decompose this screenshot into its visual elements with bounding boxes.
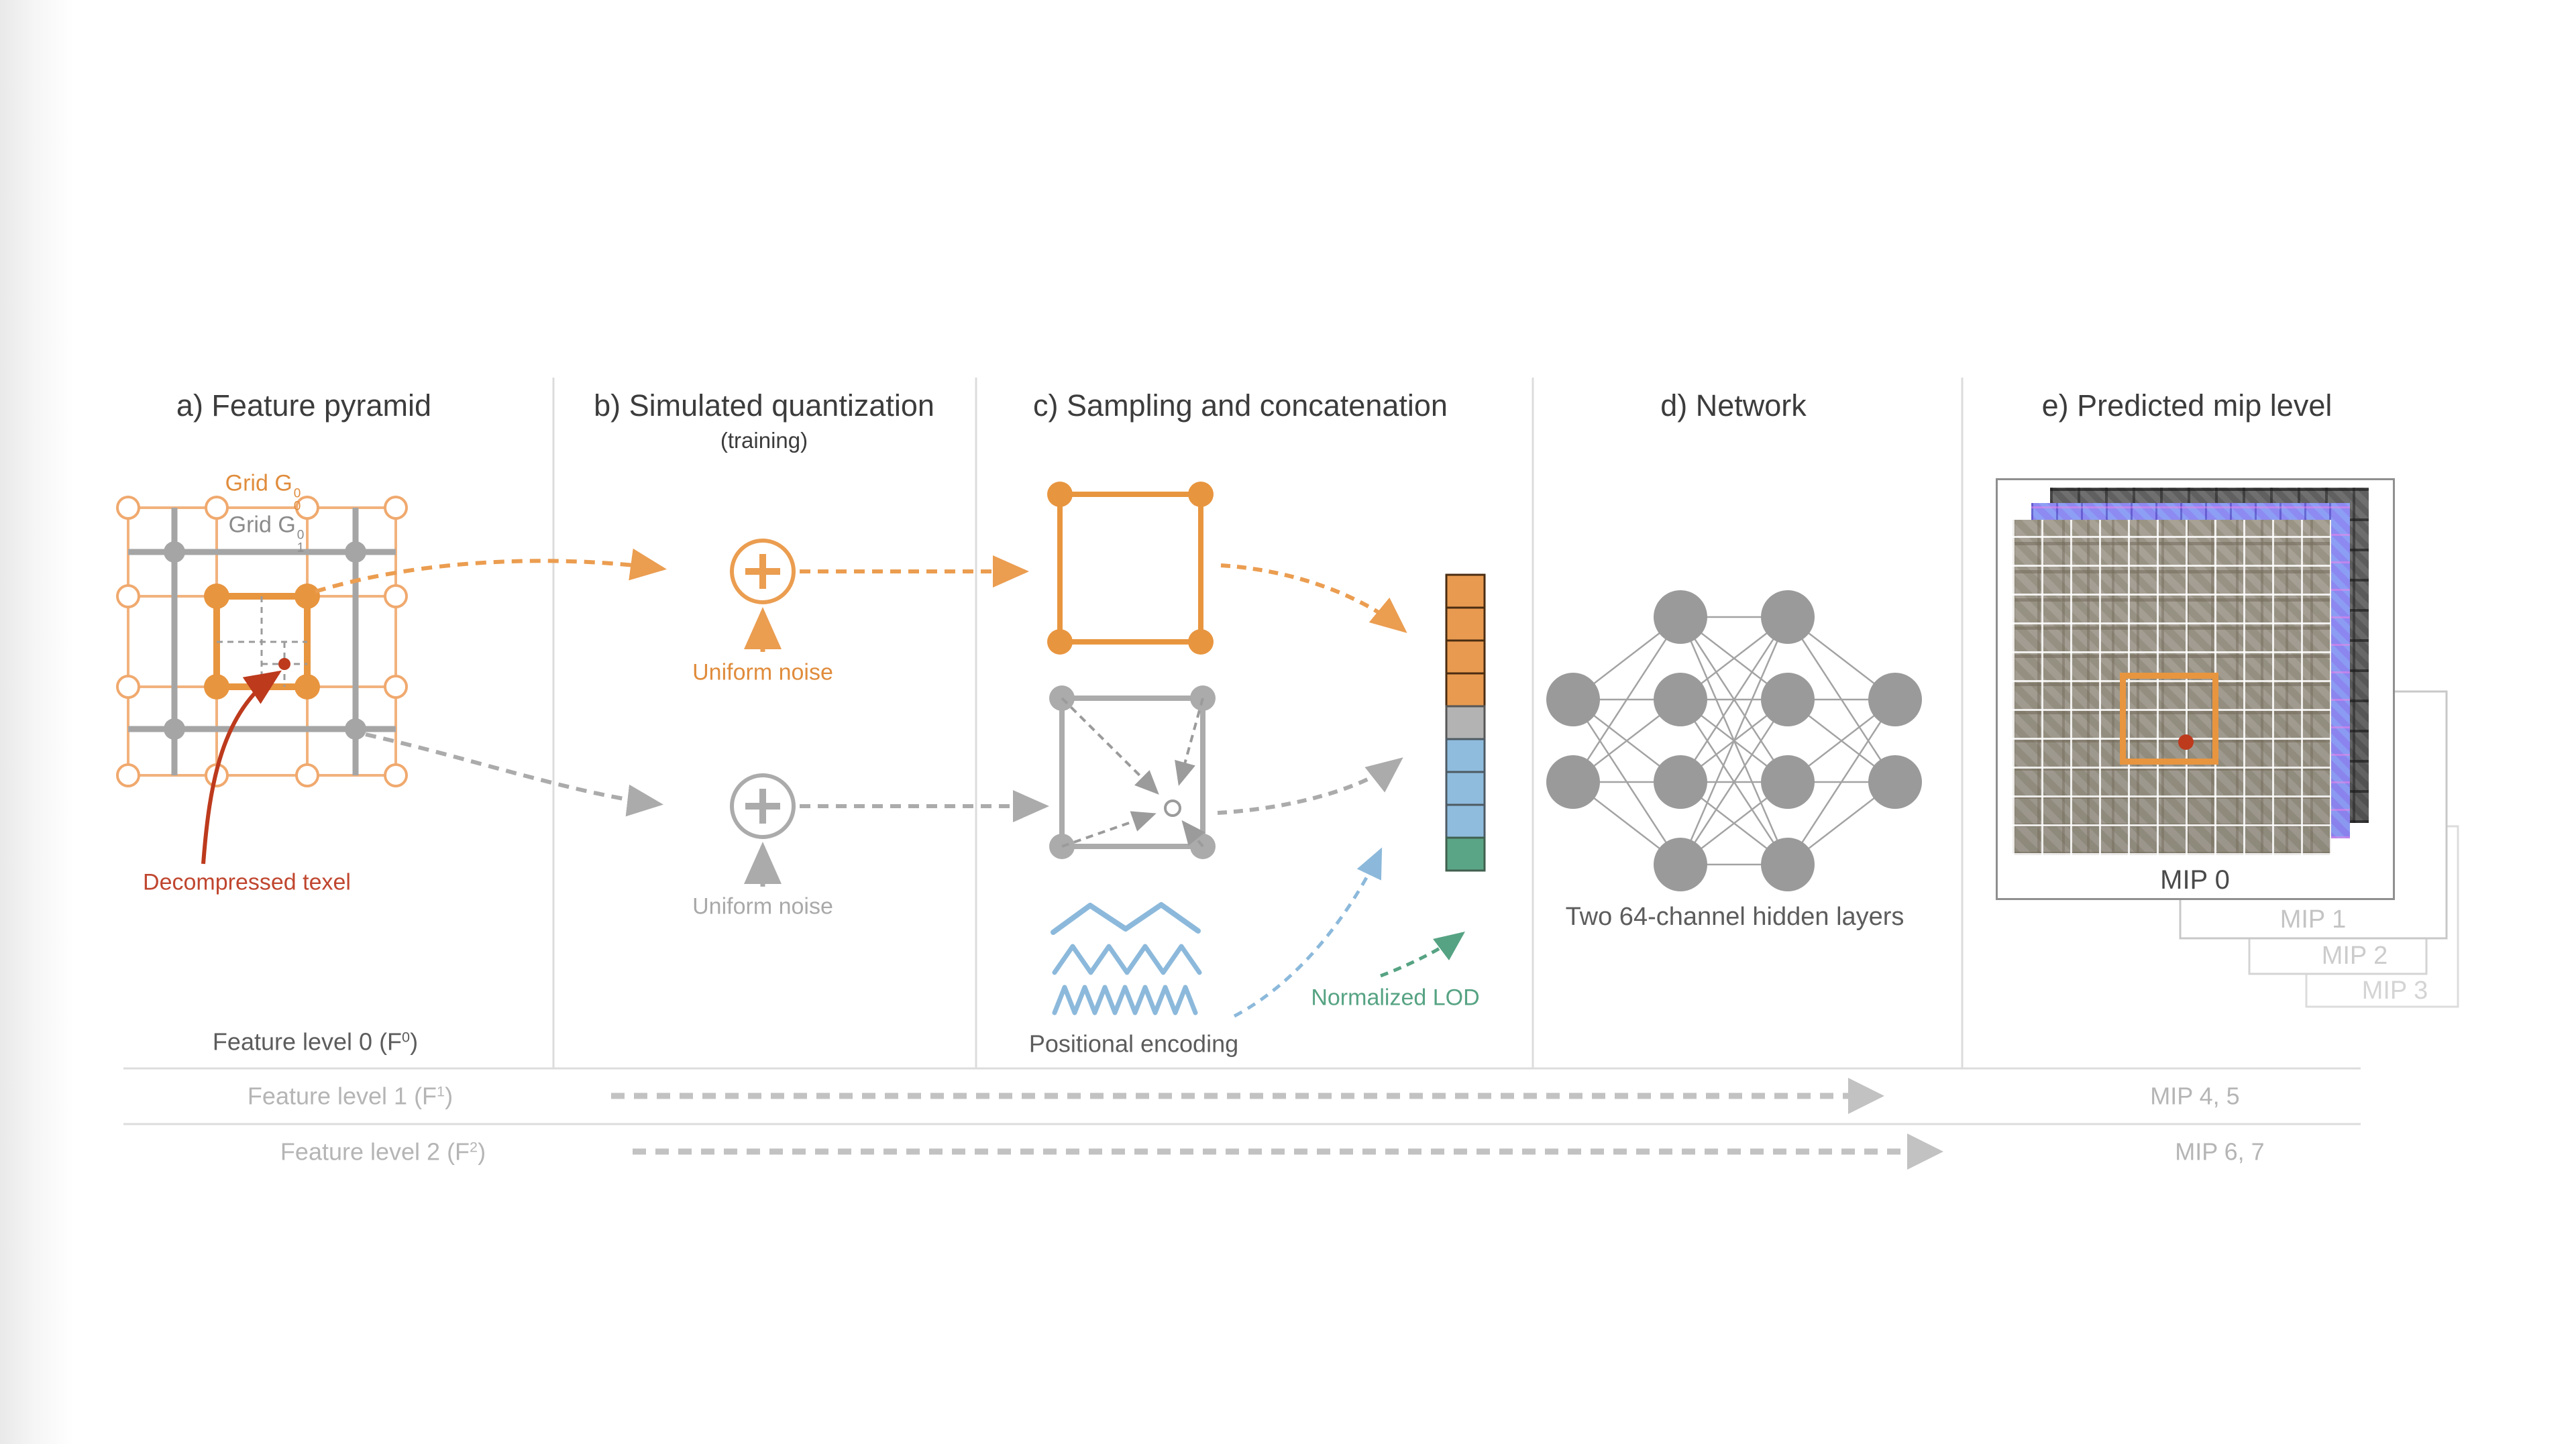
network-caption: Two 64-channel hidden layers (1565, 903, 1904, 932)
mip67-label: MIP 6, 7 (2175, 1137, 2265, 1166)
feature-vector-column (1445, 573, 1486, 872)
uniform-noise-label-bottom: Uniform noise (692, 893, 833, 920)
panel-e-title: e) Predicted mip level (2041, 388, 2332, 423)
gray-grid-nodes (164, 541, 366, 740)
open-grid-nodes (116, 496, 408, 787)
sample-square-gray (1049, 685, 1216, 859)
blue-concat-arrow (1233, 847, 1383, 1018)
sample-point-dot (2178, 734, 2194, 750)
panel-c-title: c) Sampling and concatenation (1033, 388, 1448, 423)
feature-level-2-label: Feature level 2 (F2) (280, 1137, 486, 1166)
mip1-label: MIP 1 (2279, 905, 2347, 934)
predicted-footprint-square (2120, 673, 2218, 765)
green-concat-arrow (1380, 932, 1466, 978)
interpolated-sample-dot (1164, 799, 1181, 817)
mip-texture-front (2012, 520, 2331, 855)
texel-subdivision-dashes (217, 596, 307, 687)
gray-concat-arrow (1217, 757, 1403, 815)
normalized-lod-label: Normalized LOD (1311, 985, 1480, 1011)
mip0-preview-box (1996, 478, 2395, 900)
decompressed-texel-label: Decompressed texel (143, 869, 351, 895)
mip3-label: MIP 3 (2361, 977, 2428, 1005)
panel-a-title: a) Feature pyramid (176, 388, 432, 423)
decompressed-texel-dot (278, 658, 290, 670)
panel-b-title: b) Simulated quantization (594, 388, 934, 423)
gray-flow-arrow-a-b (365, 732, 663, 817)
mip45-label: MIP 4, 5 (2150, 1082, 2240, 1110)
mip2-label: MIP 2 (2321, 942, 2388, 970)
plus-circle-orange-icon (730, 539, 796, 652)
mlp-network (1546, 590, 1922, 891)
uniform-noise-label-top: Uniform noise (692, 659, 833, 685)
feature-level-row-arrows (611, 1078, 1943, 1170)
orange-flow-arrow-a-b (315, 548, 667, 594)
positional-encoding-waves (1051, 902, 1202, 1015)
feature-level-0-label: Feature level 0 (F0) (212, 1028, 419, 1056)
orange-concat-arrow (1220, 563, 1407, 633)
panel-d-title: d) Network (1660, 388, 1807, 423)
mip0-label: MIP 0 (2160, 865, 2230, 895)
orange-feature-nodes (204, 584, 320, 700)
panel-dividers (123, 378, 2361, 1125)
sample-square-orange (1047, 482, 1214, 655)
feature-pyramid-grid (116, 496, 408, 865)
page-edge-shade (0, 0, 74, 1444)
feature-level-1-label: Feature level 1 (F1) (247, 1082, 453, 1110)
plus-circle-gray-icon (730, 773, 796, 887)
decompressed-texel-arrow (201, 670, 282, 865)
positional-encoding-label: Positional encoding (1028, 1030, 1239, 1058)
panel-b-subtitle: (training) (720, 428, 808, 453)
